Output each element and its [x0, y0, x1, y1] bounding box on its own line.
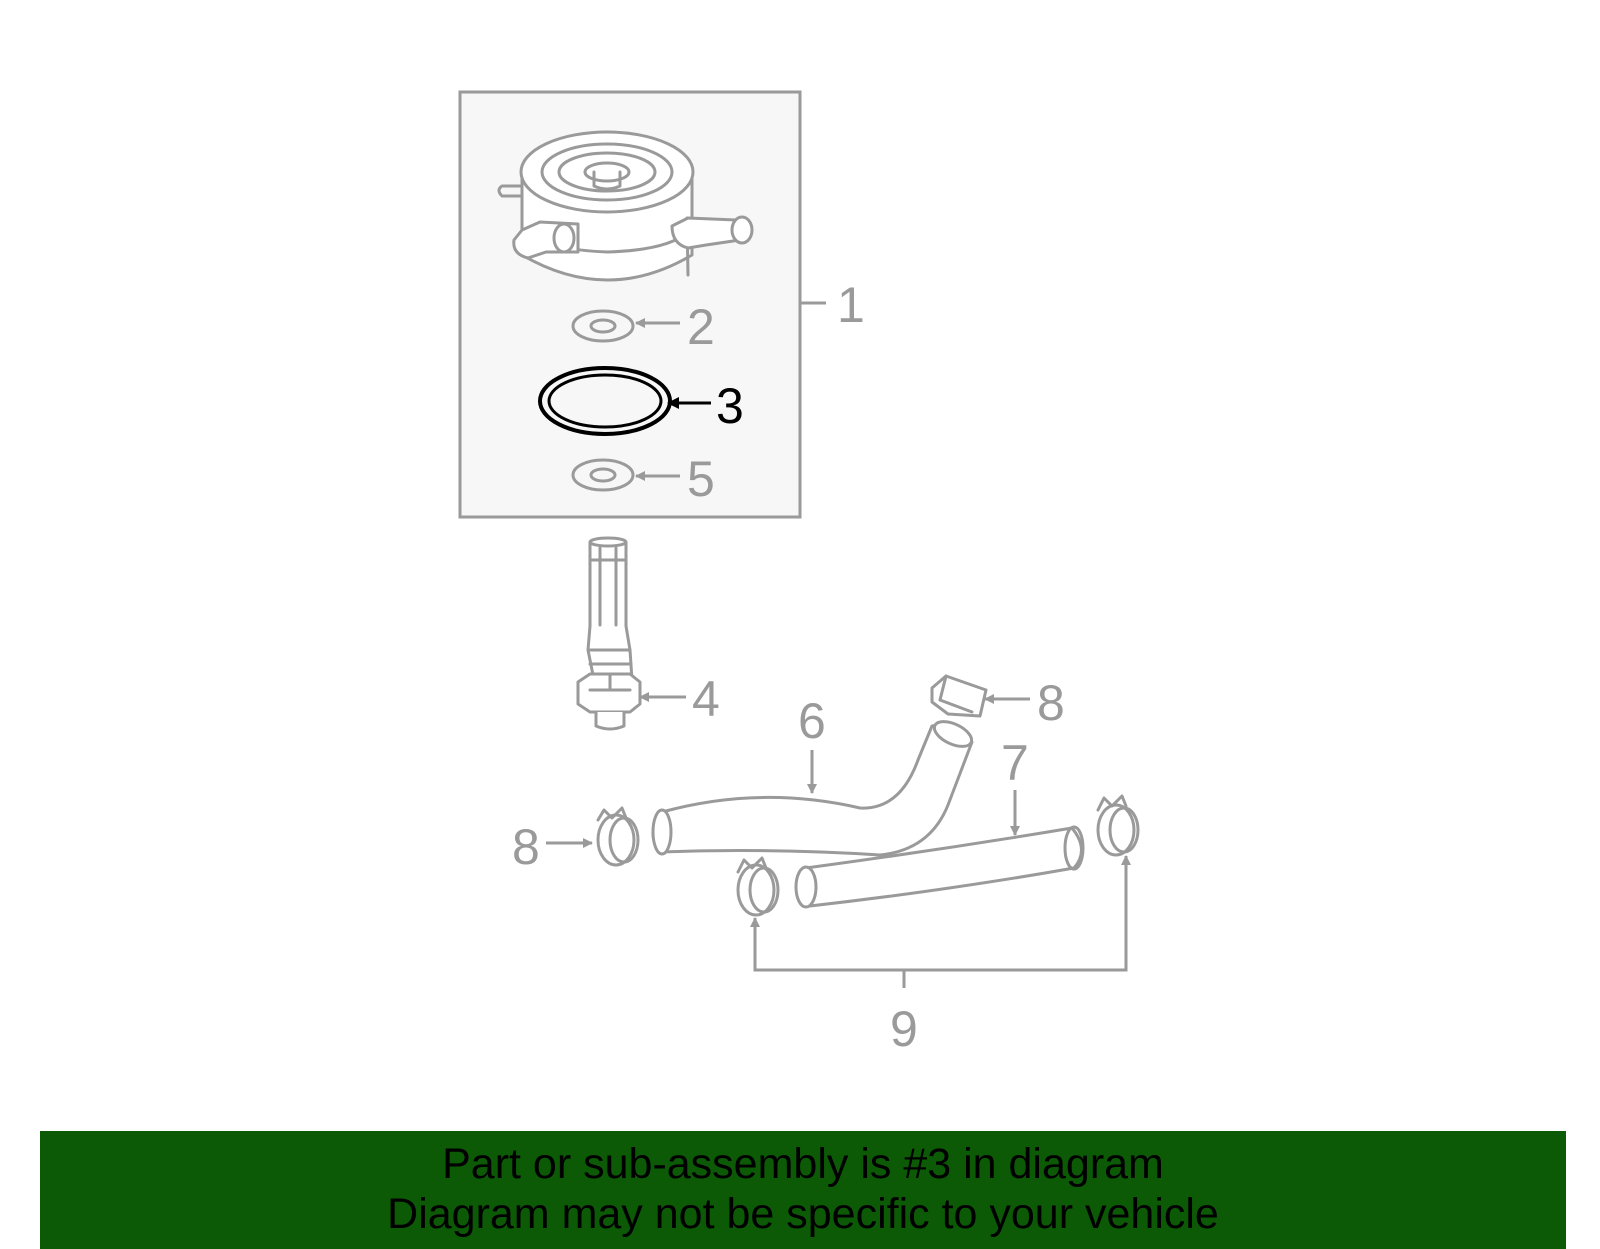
- callout-9[interactable]: 9: [890, 1001, 918, 1057]
- oil-cooler-drawing: [497, 130, 754, 282]
- callout-9-bracket: [750, 855, 1131, 988]
- clamp-9-left: [736, 856, 780, 917]
- union-bolt-4: [576, 536, 642, 731]
- gasket-5: [571, 458, 635, 492]
- hose-7: [794, 825, 1085, 909]
- callout-5[interactable]: 5: [687, 451, 715, 507]
- clamp-8-top: [930, 674, 988, 718]
- callout-7[interactable]: 7: [1001, 735, 1029, 791]
- callout-8-top[interactable]: 8: [1037, 675, 1065, 731]
- callout-2[interactable]: 2: [687, 299, 715, 355]
- callout-1[interactable]: 1: [837, 277, 865, 333]
- callout-8-left[interactable]: 8: [512, 819, 540, 875]
- banner-line-1: Part or sub-assembly is #3 in diagram: [442, 1140, 1164, 1188]
- callout-6[interactable]: 6: [798, 693, 826, 749]
- gasket-2: [571, 309, 635, 343]
- info-banner: Part or sub-assembly is #3 in diagram Di…: [40, 1131, 1566, 1249]
- callout-3[interactable]: 3: [716, 378, 744, 434]
- hose-6: [651, 720, 974, 857]
- banner-line-2: Diagram may not be specific to your vehi…: [387, 1190, 1219, 1238]
- clamp-8-left: [596, 806, 640, 867]
- clamp-9-right: [1096, 794, 1140, 857]
- callout-4[interactable]: 4: [692, 671, 720, 727]
